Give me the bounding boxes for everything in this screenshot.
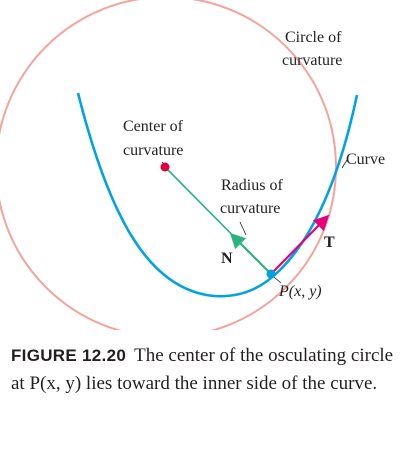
curve-label: Curve: [346, 151, 385, 168]
center-label-line2: curvature: [123, 142, 183, 159]
center-of-curvature-point: [160, 162, 170, 172]
curve-leader-line: [341, 159, 348, 169]
radius-label-line1: Radius of: [221, 177, 283, 194]
point-p: [266, 269, 276, 279]
curve: [76, 92, 359, 298]
point-leader-line: [273, 276, 282, 284]
center-label-line1: Center of: [123, 118, 184, 135]
caption-figure-number: FIGURE 12.20: [11, 346, 127, 365]
normal-vector: [229, 232, 272, 275]
circle-label-line1: Circle of: [285, 29, 342, 46]
curvature-diagram: Circle of curvature Center of curvature …: [0, 0, 385, 330]
tangent-vector: [270, 214, 330, 275]
circle-label-line2: curvature: [282, 52, 342, 69]
caption-text: The center of the osculating circle at P…: [11, 345, 394, 394]
point-label: P(x, y): [278, 283, 322, 300]
radius-leader-line: [239, 221, 247, 236]
center-leader-line: [161, 161, 164, 164]
tangent-vector-label: T: [324, 234, 335, 251]
radius-label-line2: curvature: [220, 200, 280, 217]
normal-vector-label: N: [221, 250, 233, 267]
circle-of-curvature: [0, 0, 337, 330]
